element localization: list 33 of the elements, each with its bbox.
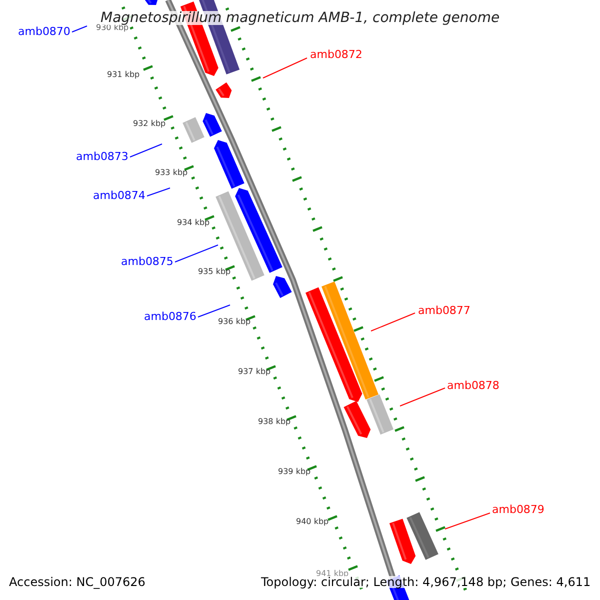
leader-line [72, 26, 88, 32]
leader-line [444, 512, 490, 530]
leader-line [130, 144, 162, 158]
scale-label: 940 kbp [296, 518, 329, 526]
gene-label: amb0870 [18, 26, 70, 37]
scale-label: 934 kbp [177, 219, 210, 227]
scale-label: 935 kbp [198, 268, 231, 276]
gene-label: amb0879 [492, 504, 544, 515]
leader-line [198, 304, 230, 318]
scale-label: 938 kbp [258, 418, 291, 426]
leader-line [400, 388, 446, 406]
gene-label: amb0873 [76, 151, 128, 162]
genome-summary: Topology: circular; Length: 4,967,148 bp; Genes: 4,611 [261, 576, 591, 588]
scale-label: 931 kbp [107, 71, 140, 79]
scale-label: 930 kbp [96, 24, 129, 32]
gene-label: amb0877 [418, 305, 470, 316]
gene-label: amb0872 [310, 49, 362, 60]
scale-label: 936 kbp [218, 318, 251, 326]
leader-line [174, 244, 218, 262]
gene-label: amb0875 [121, 256, 174, 267]
gene-label: amb0878 [447, 380, 500, 391]
accession-text: Accession: NC_007626 [9, 576, 146, 588]
scale-label: 939 kbp [278, 468, 311, 476]
scale-label: 933 kbp [155, 169, 188, 177]
leader-line [262, 58, 308, 78]
diagram-title: Magnetospirillum magneticum AMB-1, complete genome [100, 11, 500, 25]
leader-line [370, 312, 416, 332]
gene-label: amb0876 [144, 311, 196, 322]
scale-label: 932 kbp [133, 120, 166, 128]
leader-line [146, 188, 170, 196]
scale-label: 937 kbp [238, 368, 271, 376]
scale-label: 941 kbp [316, 570, 349, 578]
gene-label: amb0874 [93, 190, 146, 201]
